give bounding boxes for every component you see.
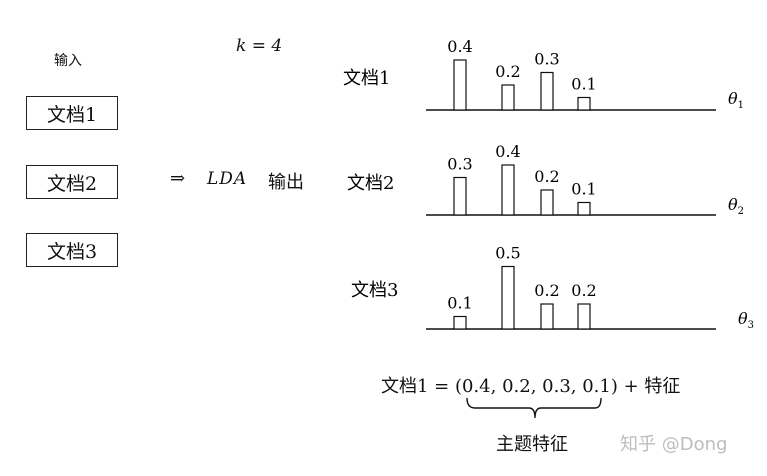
bar (501, 265, 515, 330)
input-doc-1: 文档1 (26, 96, 118, 130)
bar (453, 59, 467, 111)
bar (540, 303, 554, 330)
bar (501, 84, 515, 111)
bar (577, 303, 591, 330)
underbrace-icon (466, 397, 602, 419)
equation-lhs: 文档1 = (381, 376, 455, 397)
bar-value-label: 0.3 (447, 155, 472, 174)
bar (501, 164, 515, 216)
bar-value-label: 0.2 (534, 167, 559, 186)
theta-label: θ2 (728, 195, 744, 217)
bar-value-label: 0.5 (495, 244, 520, 263)
equation-vector: (0.4, 0.2, 0.3, 0.1) (454, 376, 618, 397)
input-doc-3: 文档3 (26, 233, 118, 267)
bar-value-label: 0.2 (571, 281, 596, 300)
bar (577, 201, 591, 216)
bar-value-label: 0.3 (534, 50, 559, 69)
equation: 文档1 = (0.4, 0.2, 0.3, 0.1) + 特征 (381, 372, 680, 398)
bar (453, 315, 467, 330)
theta-label: θ1 (728, 89, 744, 111)
theta-label: θ3 (738, 309, 754, 331)
output-label: 输出 (268, 172, 304, 193)
bar-value-label: 0.1 (571, 180, 596, 199)
bar-value-label: 0.4 (495, 142, 520, 161)
lda-label: LDA (207, 169, 248, 189)
bar-value-label: 0.2 (495, 62, 520, 81)
bar (540, 189, 554, 216)
bar-value-label: 0.1 (571, 75, 596, 94)
input-doc-2: 文档2 (26, 165, 118, 199)
brace-label: 主题特征 (496, 434, 568, 455)
bar-value-label: 0.2 (534, 281, 559, 300)
row-doc-label: 文档1 (343, 68, 390, 89)
k-label: k = 4 (236, 36, 283, 56)
input-label: 输入 (54, 53, 82, 69)
bar (577, 96, 591, 111)
bar (540, 71, 554, 111)
bar-value-label: 0.4 (447, 37, 472, 56)
row-doc-label: 文档3 (351, 280, 398, 301)
equation-rhs: + 特征 (617, 376, 681, 397)
bar (453, 176, 467, 216)
bar-value-label: 0.1 (447, 294, 472, 313)
arrow-icon: ⇒ (170, 168, 186, 189)
watermark: 知乎 @Dong (620, 434, 728, 455)
row-doc-label: 文档2 (347, 173, 394, 194)
